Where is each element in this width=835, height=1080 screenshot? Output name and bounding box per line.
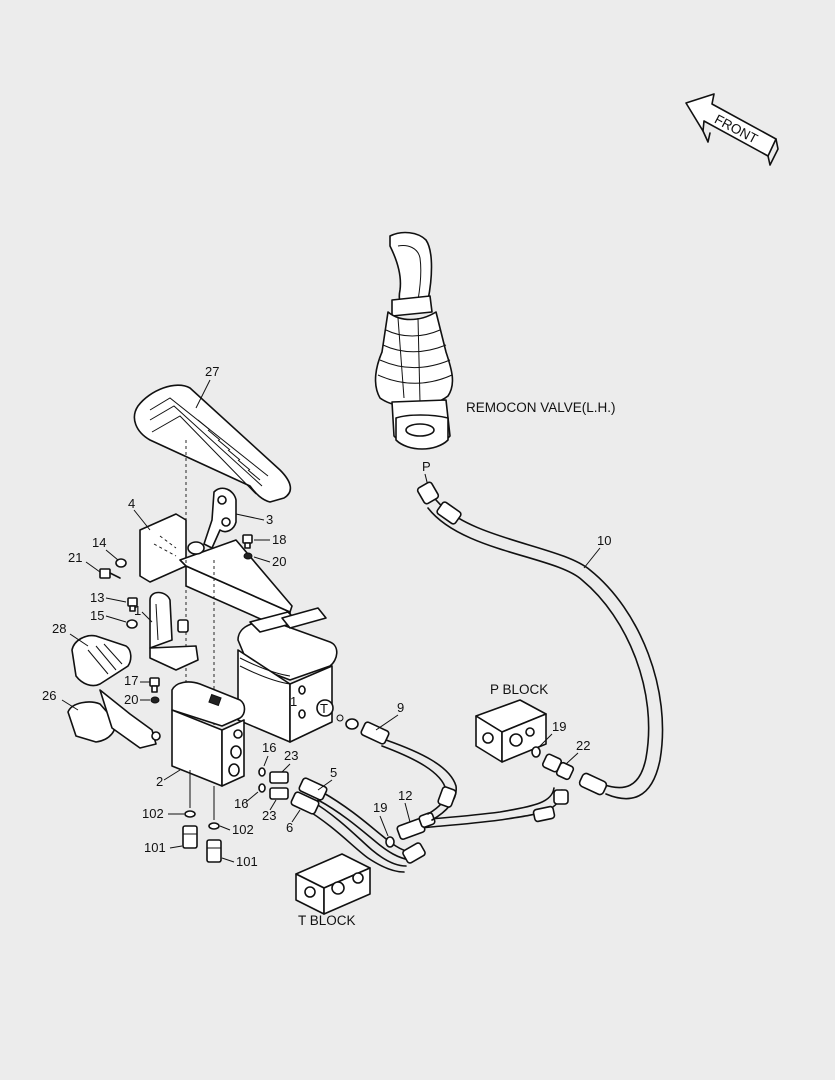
fitting-12: 12 — [396, 788, 436, 840]
t-block-label: T BLOCK — [298, 913, 356, 928]
part-23b-label: 23 — [262, 808, 276, 823]
t-block: 19 T BLOCK — [295, 800, 395, 928]
hoses-5-6: 5 6 — [286, 765, 426, 873]
part-1-label: 1 — [134, 603, 141, 618]
part-13-label: 13 — [90, 590, 104, 605]
part-27-label: 27 — [205, 364, 219, 379]
pedal-28: 28 — [52, 621, 132, 687]
bracket-4: 4 — [128, 440, 293, 760]
part-19a-label: 19 — [552, 719, 566, 734]
part-22-label: 22 — [576, 738, 590, 753]
fittings-16-23: 16 23 16 23 — [234, 740, 298, 823]
part-15-label: 15 — [90, 608, 104, 623]
part-4-label: 4 — [128, 496, 135, 511]
bolt-17-group: 17 20 — [124, 673, 160, 707]
part-19b-label: 19 — [373, 800, 387, 815]
bracket-26: 26 — [42, 688, 161, 749]
hose-10: 10 — [416, 481, 664, 800]
part-23a-label: 23 — [284, 748, 298, 763]
part-2-label: 2 — [156, 774, 163, 789]
bolt-18-group: 18 20 — [242, 532, 286, 569]
part-5-label: 5 — [330, 765, 337, 780]
part-6-label: 6 — [286, 820, 293, 835]
p-block-label: P BLOCK — [490, 682, 548, 697]
part-102a-label: 102 — [142, 806, 164, 821]
pedal-27: 27 — [133, 364, 292, 503]
part-26-label: 26 — [42, 688, 56, 703]
part-101b-label: 101 — [236, 854, 258, 869]
plugs-101-102: 102 102 101 101 — [142, 770, 258, 869]
part-10-label: 10 — [597, 533, 611, 548]
part-16b-label: 16 — [234, 796, 248, 811]
bolt-13-group: 13 15 — [90, 590, 138, 629]
remocon-label: REMOCON VALVE(L.H.) — [466, 400, 616, 415]
hose-9: 9 — [336, 700, 457, 821]
part-21-label: 21 — [68, 550, 82, 565]
part-14-label: 14 — [92, 535, 106, 550]
pedal-valve-body: 1 T — [237, 607, 338, 743]
part-12-label: 12 — [398, 788, 412, 803]
valve-2: 2 — [156, 681, 246, 789]
part-20a-label: 20 — [272, 554, 286, 569]
part-18-label: 18 — [272, 532, 286, 547]
part-102b-label: 102 — [232, 822, 254, 837]
bolt-21-group: 14 21 — [68, 535, 127, 579]
bracket-1: 1 — [134, 591, 199, 671]
p-block: P BLOCK — [475, 682, 548, 763]
port-t-label: T — [320, 701, 328, 716]
front-arrow-icon: FRONT — [685, 93, 779, 166]
remocon-valve: REMOCON VALVE(L.H.) P — [374, 231, 616, 487]
part-101a-label: 101 — [144, 840, 166, 855]
part-3-label: 3 — [266, 512, 273, 527]
bracket-3: 3 — [203, 487, 273, 549]
part-16a-label: 16 — [262, 740, 276, 755]
part-20b-label: 20 — [124, 692, 138, 707]
part-17-label: 17 — [124, 673, 138, 688]
part-28-label: 28 — [52, 621, 66, 636]
port-1-label: 1 — [290, 694, 297, 709]
hose-p-t — [419, 787, 569, 829]
fittings-p: 19 22 — [531, 719, 590, 781]
port-p-label: P — [422, 459, 431, 474]
part-9-label: 9 — [397, 700, 404, 715]
